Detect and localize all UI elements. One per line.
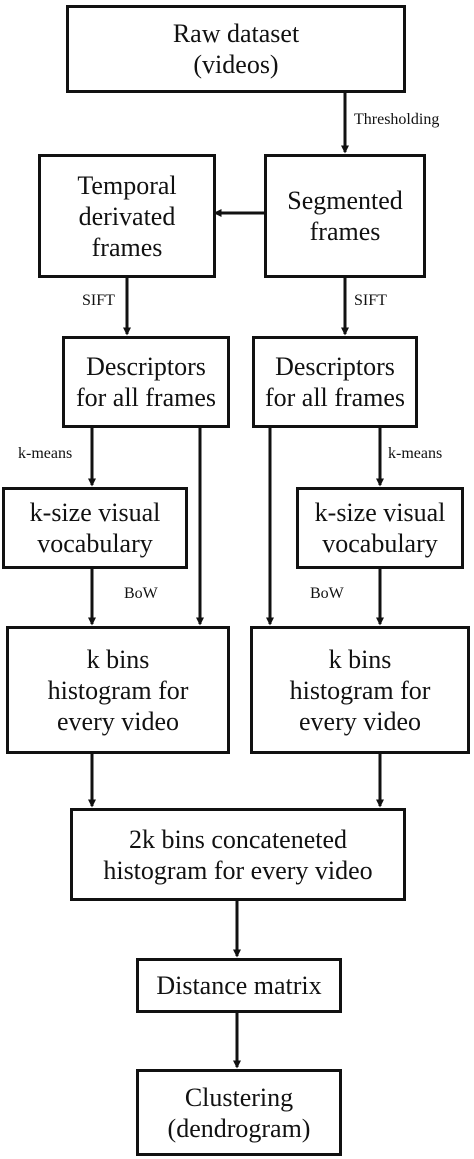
temporal-line-2: derivated [78, 201, 176, 231]
raw-dataset-box: Raw dataset (videos) [66, 5, 406, 93]
descriptors-left-line-1: Descriptors [86, 352, 206, 381]
descriptors-left-line-2: for all frames [75, 383, 217, 412]
vocabulary-left-box: k-size visual vocabulary [2, 487, 188, 569]
histogram-right-box: k bins histogram for every video [250, 626, 470, 754]
raw-dataset-line-2: (videos) [193, 50, 279, 79]
vocabulary-right-box: k-size visual vocabulary [296, 487, 464, 569]
raw-dataset-line-1: Raw dataset [172, 19, 300, 48]
histogram-right-line-2: histogram for [289, 675, 431, 705]
segmented-frames-box: Segmented frames [264, 154, 426, 278]
label-sift-right: SIFT [354, 292, 387, 309]
distance-matrix-line-1: Distance matrix [156, 971, 322, 1000]
segmented-line-1: Segmented [287, 186, 403, 215]
label-thresholding: Thresholding [354, 111, 440, 128]
label-kmeans-left: k-means [18, 445, 73, 462]
descriptors-right-line-2: for all frames [264, 383, 406, 412]
clustering-line-2: (dendrogram) [167, 1113, 311, 1143]
vocabulary-left-line-1: k-size visual [29, 498, 161, 527]
histogram-right-line-1: k bins [328, 644, 392, 674]
histogram-left-line-2: histogram for [47, 675, 189, 705]
segmented-line-2: frames [309, 217, 381, 246]
histogram-left-line-3: every video [56, 706, 179, 736]
temporal-line-1: Temporal [77, 170, 177, 200]
vocabulary-right-line-2: vocabulary [322, 529, 438, 558]
clustering-line-1: Clustering [184, 1082, 294, 1112]
concatenated-histogram-box: 2k bins concateneted histogram for every… [70, 808, 406, 901]
descriptors-right-box: Descriptors for all frames [252, 336, 418, 428]
concatenated-line-2: histogram for every video [103, 855, 373, 885]
descriptors-left-box: Descriptors for all frames [62, 336, 230, 428]
clustering-box: Clustering (dendrogram) [136, 1069, 342, 1156]
temporal-line-3: frames [91, 232, 163, 262]
histogram-right-line-3: every video [298, 706, 421, 736]
distance-matrix-box: Distance matrix [136, 958, 342, 1013]
histogram-left-line-1: k bins [86, 644, 150, 674]
concatenated-line-1: 2k bins concateneted [128, 824, 348, 854]
histogram-left-box: k bins histogram for every video [6, 626, 230, 754]
temporal-frames-box: Temporal derivated frames [38, 154, 216, 278]
label-sift-left: SIFT [82, 292, 115, 309]
label-kmeans-right: k-means [388, 445, 443, 462]
descriptors-right-line-1: Descriptors [275, 352, 395, 381]
vocabulary-right-line-1: k-size visual [314, 498, 446, 527]
label-bow-left: BoW [124, 585, 158, 602]
label-bow-right: BoW [310, 585, 344, 602]
vocabulary-left-line-2: vocabulary [37, 529, 153, 558]
